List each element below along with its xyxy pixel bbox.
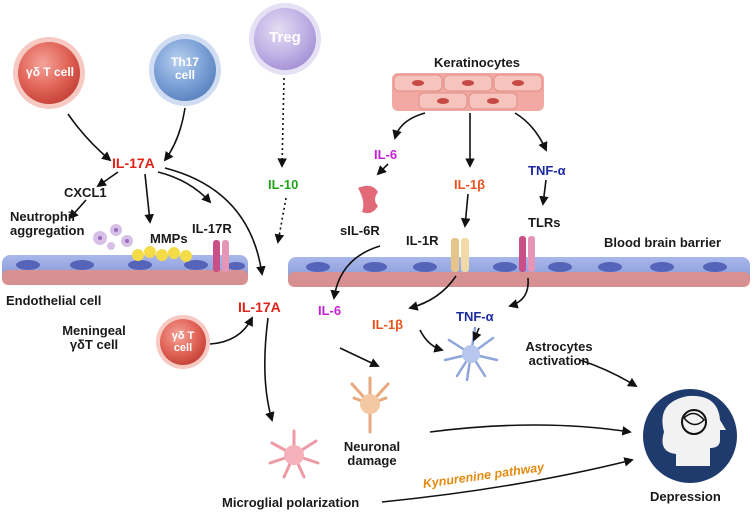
mmps-icon: [132, 246, 192, 262]
neuron-icon: [350, 376, 390, 434]
arrow-neuronal-to-depression: [429, 424, 632, 436]
arrow-tnfa-to-tlrs: [539, 179, 549, 206]
il6-top-label: IL-6: [374, 147, 398, 162]
il6-mid-label: IL-6: [318, 303, 342, 318]
treg-cell-icon: [249, 3, 321, 75]
neuronal-label: Neuronal damage: [334, 439, 410, 469]
sil6r-label: sIL-6R: [340, 223, 380, 238]
arrow-treg-to-il10: [277, 77, 287, 168]
il10-label: IL-10: [268, 177, 299, 192]
arrow-th17-to-il17a: [163, 107, 186, 162]
il17a-mid-label: IL-17A: [238, 299, 281, 315]
il1r-receptor-icon: [451, 238, 469, 272]
cxcl1-label: CXCL1: [64, 185, 107, 200]
astrocyte-icon: [443, 326, 499, 382]
tlrs-label: TLRs: [528, 215, 561, 230]
neuronal-line2: damage: [347, 453, 397, 469]
arrow-il6-to-sil6r: [376, 163, 389, 176]
il1b-top-label: IL-1β: [454, 177, 486, 192]
th17-line2: cell: [174, 68, 195, 83]
il17r-label: IL-17R: [192, 221, 232, 236]
arrow-keratinocytes-to-il6: [392, 112, 426, 140]
endothelial-barrier-left: [2, 255, 248, 285]
arrow-il10-to-bbb: [274, 197, 287, 244]
astrocytes-line1: Astrocytes: [525, 339, 593, 354]
sil6r-receptor-icon: [358, 185, 378, 214]
neutrophil-line1: Neutrophil: [10, 209, 75, 224]
gd-t-cell-icon: [13, 37, 85, 109]
arrow-astro-to-depression: [579, 359, 638, 388]
arrow-il1r-to-il1b: [408, 275, 457, 311]
arrow-il17a-to-microglia: [264, 317, 275, 422]
pathway-arrows: [67, 77, 638, 503]
depression-head-icon: [643, 389, 737, 483]
arrow-il17a-to-il17a-mid: [164, 167, 266, 276]
il1b-mid-label: IL-1β: [372, 317, 404, 332]
arrow-il17a-to-mmps: [144, 173, 154, 224]
meningeal-gd-t-cell-icon: [156, 315, 210, 369]
astrocytes-label: Astrocytes activation: [516, 339, 602, 369]
endothelial-label: Endothelial cell: [6, 293, 102, 308]
tnfa-top-label: TNF-α: [528, 163, 566, 178]
th17-cell-icon: [149, 34, 221, 106]
mmps-label: MMPs: [150, 231, 188, 246]
arrow-il1b-to-astrocyte: [419, 329, 444, 353]
meningeal-gd-line2: cell: [173, 342, 193, 355]
neuronal-line1: Neuronal: [343, 439, 401, 454]
tnfa-mid-label: TNF-α: [456, 309, 494, 324]
meningeal-gd-line1: γδ T: [171, 330, 195, 342]
microglial-label: Microglial polarization: [222, 495, 360, 510]
treg-cell-label: Treg: [269, 29, 301, 46]
meningeal-line2: γδT cell: [69, 337, 119, 353]
il17r-receptor-icon: [213, 240, 229, 272]
bbb-label: Blood brain barrier: [604, 235, 722, 250]
arrow-il6-to-neuronal: [339, 347, 380, 368]
microglia-icon: [268, 429, 320, 479]
arrow-sil6r-to-il6: [330, 245, 381, 300]
neutrophil-icon: [93, 224, 133, 250]
arrow-keratinocytes-to-tnfa: [514, 112, 548, 152]
tlrs-receptor-icon: [519, 236, 535, 272]
neutrophil-label: Neutrophil aggregation: [10, 209, 85, 239]
arrow-gdt-to-il17a: [67, 113, 112, 162]
gd-t-cell-label: γδ T cell: [26, 65, 74, 79]
neutrophil-line2: aggregation: [10, 223, 85, 239]
keratinocytes-layer: [392, 73, 544, 111]
meningeal-label: Meningeal γδT cell: [44, 323, 144, 353]
arrow-il1b-to-il1r: [460, 193, 471, 228]
arrow-cxcl1-to-neutrophil: [68, 199, 87, 220]
arrow-tlrs-to-tnfa: [508, 277, 529, 309]
arrow-il17a-to-cxcl1: [96, 171, 119, 188]
arrow-meningeal-to-il17a: [209, 316, 253, 345]
meningeal-line1: Meningeal: [62, 323, 126, 338]
meningeal-gd-cell-label: γδ T cell: [163, 330, 203, 354]
arrow-tnfa-to-astrocyte: [472, 327, 482, 342]
th17-cell-label: Th17 cell: [165, 55, 205, 83]
keratinocytes-label: Keratinocytes: [434, 55, 520, 70]
arrow-il17a-to-il17r: [157, 171, 212, 204]
arrow-microglia-to-depression: [381, 457, 634, 503]
depression-label: Depression: [650, 489, 721, 504]
th17-line1: Th17: [170, 55, 199, 69]
astrocytes-line2: activation: [528, 353, 590, 369]
il17a-top-label: IL-17A: [112, 155, 155, 171]
blood-brain-barrier-membrane: [288, 257, 750, 287]
il1r-label: IL-1R: [406, 233, 439, 248]
